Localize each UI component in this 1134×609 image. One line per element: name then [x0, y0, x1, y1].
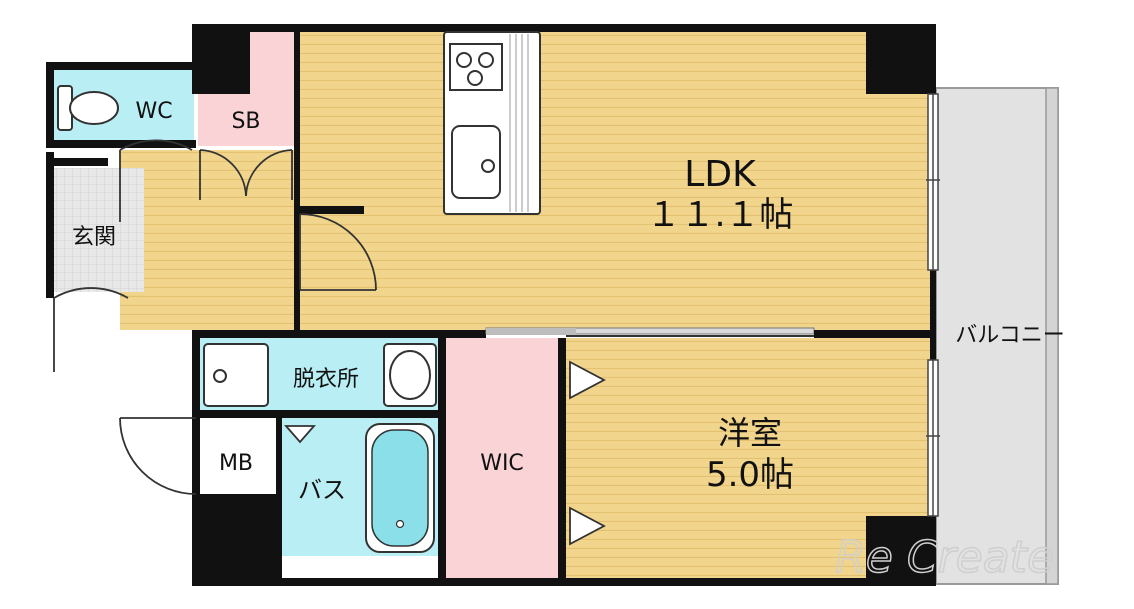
washbasin-icon — [383, 343, 437, 407]
walls — [46, 24, 936, 586]
ldk-name-label: LDK — [684, 154, 757, 195]
entrance-floor — [54, 168, 144, 292]
western-name-label: 洋室 — [718, 414, 782, 452]
sink-icon — [451, 125, 501, 199]
watermark-logo: Re Create — [835, 532, 1054, 583]
wic-label: WIC — [480, 451, 524, 476]
toilet-icon — [57, 85, 119, 131]
ldk-size-label: １１.１帖 — [647, 195, 794, 235]
mb-label: MB — [219, 451, 253, 476]
kitchen-counter — [443, 31, 541, 215]
wc-label: WC — [135, 99, 172, 124]
wic-door-triangles — [284, 360, 606, 546]
ldk-floor — [298, 32, 930, 330]
washing-machine-icon — [203, 343, 269, 407]
wic-floor — [446, 338, 560, 578]
stove-icon — [449, 43, 503, 91]
washroom-label: 脱衣所 — [293, 367, 359, 392]
doors — [53, 139, 377, 495]
balcony-area — [935, 87, 1059, 585]
balcony-label: バルコニー — [955, 323, 1065, 348]
sb-label: SB — [231, 109, 260, 134]
bath-label: バス — [298, 476, 346, 504]
sliding-door-ldk-western — [485, 327, 930, 338]
bathtub-icon — [365, 423, 435, 553]
windows — [926, 93, 940, 517]
hall-floor — [120, 150, 300, 330]
mb-floor — [198, 418, 274, 494]
western-size-label: 5.0帖 — [706, 455, 794, 495]
entrance-label: 玄関 — [72, 225, 116, 250]
